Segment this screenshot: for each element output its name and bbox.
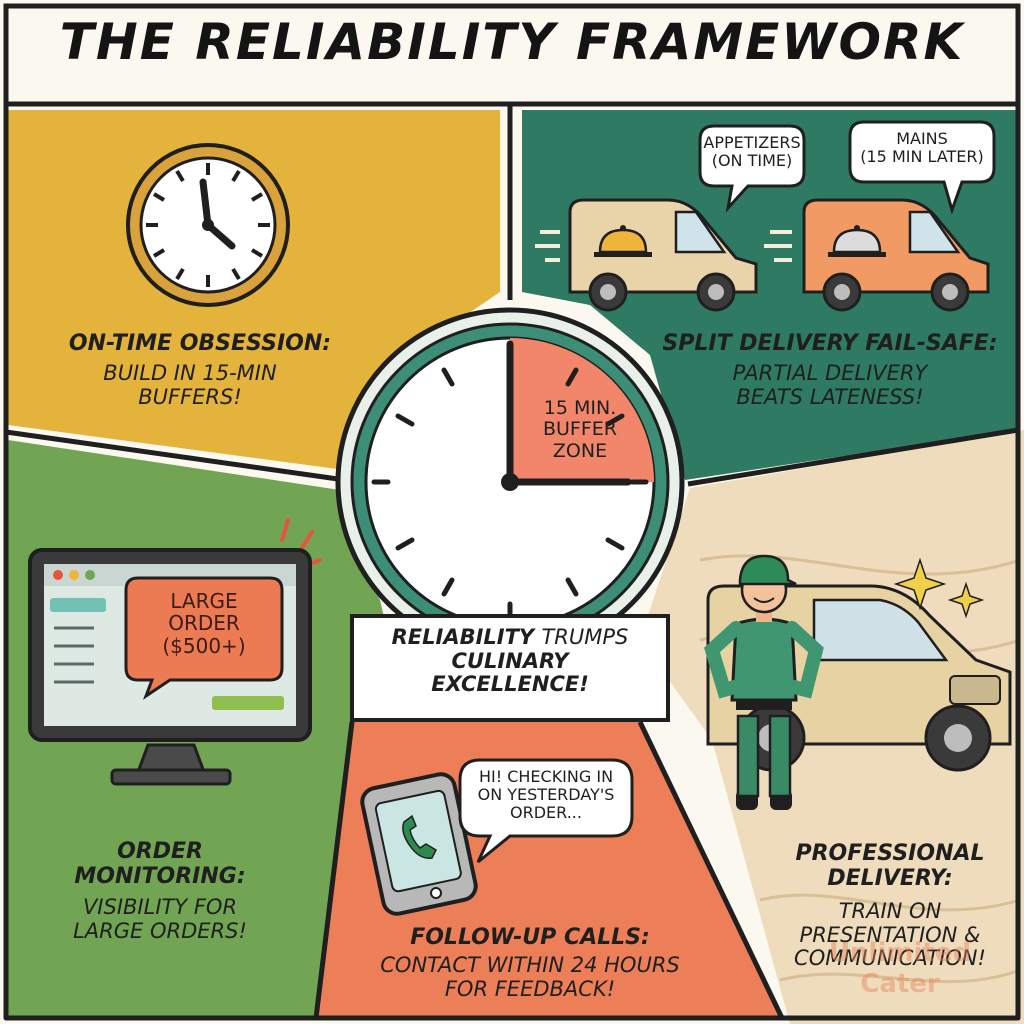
appetizers-speech-bubble [698,124,806,213]
on-time-heading: ON-TIME OBSESSION: [68,331,332,356]
sparkle-icon [893,557,985,619]
mains-label: MAINS (15 MIN LATER) [860,129,984,166]
page-title: THE RELIABILITY FRAMEWORK [59,13,965,71]
phone-icon [360,772,478,916]
follow-up-body: CONTACT WITHIN 24 HOURS FOR FEEDBACK! [380,953,680,1001]
professional-delivery-body: TRAIN ON PRESENTATION & COMMUNICATION! [794,899,986,971]
split-delivery-body: PARTIAL DELIVERY BEATS LATENESS! [732,361,928,409]
buffer-zone-wedge [510,338,654,482]
professional-delivery-heading: PROFESSIONAL DELIVERY: [795,841,985,891]
wall-clock-icon [126,143,290,307]
delivery-van-icon [535,198,758,312]
mains-speech-bubble [848,120,996,215]
buffer-zone-clock [335,307,685,657]
large-order-label: LARGE ORDER ($500+) [162,589,246,658]
motto-text: RELIABILITY TRUMPS CULINARY EXCELLENCE! [391,625,629,697]
check-in-speech-bubble [458,758,634,864]
large-order-alert [124,576,284,700]
order-monitoring-heading: ORDER MONITORING: [74,839,246,889]
split-delivery-heading: SPLIT DELIVERY FAIL-SAFE: [662,331,998,356]
delivery-van-icon [764,198,990,312]
motto-box [350,614,670,722]
watermark-logo: Unlimited Cater [828,938,972,1000]
appetizers-label: APPETIZERS (ON TIME) [703,133,801,170]
delivery-person [704,554,824,810]
follow-up-heading: FOLLOW-UP CALLS: [410,925,650,950]
buffer-zone-label: 15 MIN. BUFFER ZONE [542,397,617,462]
on-time-body: BUILD IN 15-MIN BUFFERS! [103,361,277,409]
order-monitoring-body: VISIBILITY FOR LARGE ORDERS! [73,895,247,943]
check-in-message: HI! CHECKING IN ON YESTERDAY'S ORDER... [477,767,615,822]
